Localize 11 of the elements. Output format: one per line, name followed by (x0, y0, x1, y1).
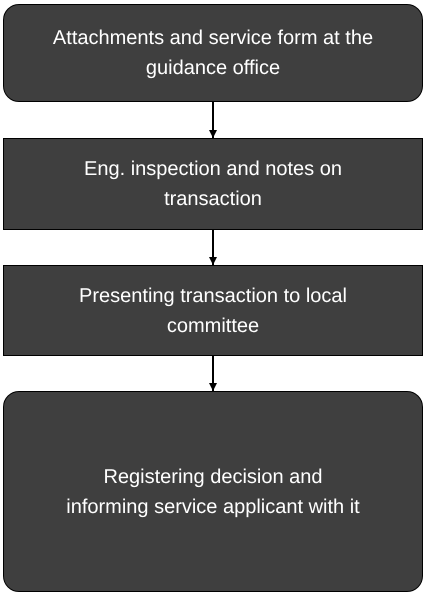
step-text: Eng. inspection and notes on transaction (83, 157, 343, 212)
arrow (209, 230, 217, 265)
process-box (3, 265, 423, 356)
step-text: Presenting transaction to local committee (78, 284, 348, 338)
arrow (209, 102, 217, 138)
process-box (3, 391, 423, 592)
step-text: Attachments and service form at the guidance office (52, 26, 374, 81)
step-text: Registering decision and informing service applicant with it (65, 464, 361, 520)
process-box (3, 138, 423, 230)
arrow (209, 356, 217, 391)
process-box (3, 4, 423, 102)
